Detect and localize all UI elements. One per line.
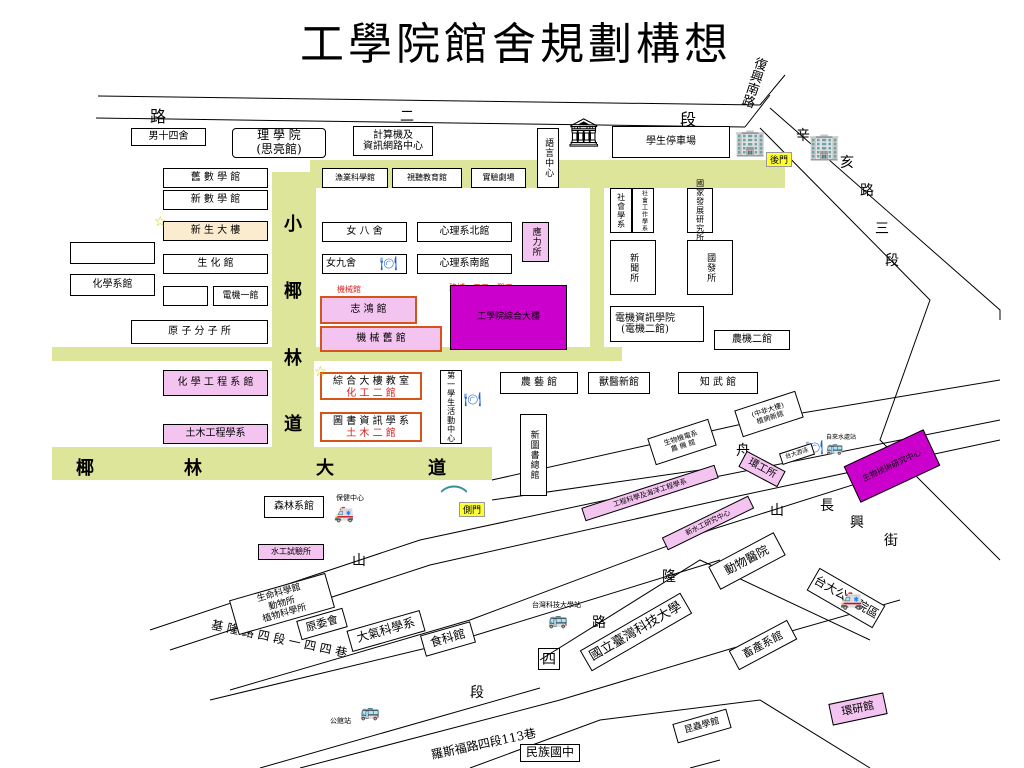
building-national-dev: 國家發展研究所 <box>687 179 713 242</box>
building-library-block: 圖 書 資 訊 學 系 土 木 二 館 <box>320 412 422 442</box>
building-shouyi: 獸醫新館 <box>588 372 650 394</box>
building-new-library: 新圖書總館 <box>520 414 547 496</box>
huagong2-label: 化 工 二 館 <box>346 387 396 399</box>
zhoushan-1: 山 <box>770 503 784 519</box>
building-psych-s: 心理系南館 <box>417 254 512 274</box>
building-lixue: 理 學 院 (思亮館) <box>232 128 326 158</box>
building-civil-eng: 土木工程學系 <box>163 424 268 444</box>
ambulance-icon: 🚑 <box>840 590 863 611</box>
building-ee-cs: 電機資訊學院 (電機二館) <box>610 306 704 342</box>
building-blank <box>163 286 208 306</box>
building-activity: 第一學生活動中心 <box>440 370 462 444</box>
building-nv9: 女九舍 <box>322 254 407 274</box>
label-zijue: 自來水處站 <box>826 434 857 441</box>
star-icon: ☆ <box>314 364 327 380</box>
page-title: 工學院館舍規劃構想 <box>300 19 732 70</box>
building-nongyi: 農 藝 館 <box>500 372 578 394</box>
label-gongguan-station: 公館站 <box>330 717 351 725</box>
road-label-er: 二 <box>400 109 414 125</box>
building-yuanzi: 原 子 分 子 所 <box>131 320 268 344</box>
gate-tower-icon: 🏛 <box>566 116 602 149</box>
building-huaxue-top <box>70 242 155 264</box>
building-sunlin: 森林系館 <box>264 496 324 518</box>
ambulance-icon: 🚑 <box>334 504 354 523</box>
building-guofa: 國發所 <box>687 240 733 295</box>
building-dianji1: 電機一館 <box>213 286 268 306</box>
yelin-3: 道 <box>428 458 446 479</box>
bus-icon: 🚌 <box>826 440 844 456</box>
building-language: 語言中心 <box>537 128 559 188</box>
road-label-duan: 段 <box>680 110 697 129</box>
tower-icon: 🏢 <box>808 132 841 162</box>
road-label-long: 隆 <box>662 569 676 585</box>
side-gate-tag[interactable]: 側門 <box>459 502 486 517</box>
road-label-xinhai-1: 亥 <box>840 155 854 171</box>
tumu2-label: 土 木 二 館 <box>346 427 396 439</box>
changxing-2: 街 <box>884 533 898 549</box>
xiaoyelin-0: 小 <box>284 214 302 235</box>
building-shuigong: 水工試驗所 <box>258 544 324 560</box>
changxing-0: 長 <box>820 498 834 514</box>
xiaoyelin-1: 椰 <box>284 281 302 302</box>
bus-icon: 🚌 <box>548 610 568 629</box>
dining-icon: 🍽 <box>380 256 398 272</box>
building-xinshu: 新 數 學 館 <box>163 190 268 210</box>
back-gate-tag[interactable]: 後門 <box>766 152 793 167</box>
building-xinwen: 新聞所 <box>610 240 656 295</box>
building-huaxue: 化學系館 <box>70 274 155 296</box>
bus-icon: 🚌 <box>360 702 380 721</box>
building-eng-complex: 工學院綜合大樓 <box>450 285 567 350</box>
building-nongji2: 農機二館 <box>714 330 790 350</box>
building-yingli: 應力所 <box>522 222 549 262</box>
building-social: 社會學系 <box>610 188 632 233</box>
library-info-label: 圖 書 資 訊 學 系 <box>333 416 409 427</box>
road-label-keelung-lu: 路 <box>592 615 606 631</box>
road-label-xinhai-3: 三 <box>875 221 889 237</box>
road-label-shan: 山 <box>352 553 366 569</box>
building-computing: 計算機及 資訊網路中心 <box>353 126 433 156</box>
road-label-keelung-duan: 段 <box>470 685 484 701</box>
star-icon: ☆ <box>154 214 167 230</box>
yelin-2: 大 <box>316 458 334 479</box>
building-xinsheng: 新 生 大 樓 <box>163 221 268 241</box>
road-label-xinhai-0: 辛 <box>796 128 810 144</box>
building-zhiwu: 知 武 館 <box>678 372 758 394</box>
label-jixieguan: 機械館 <box>337 285 361 294</box>
building-nv8: 女 八 舍 <box>322 222 407 242</box>
building-yanye: 漁業科學館 <box>322 168 388 188</box>
building-shiyan-theater: 實驗劇場 <box>471 168 526 188</box>
label-ntust-station: 台灣科技大學站 <box>532 601 581 609</box>
road-label-keelung-si: 四 <box>538 648 560 670</box>
yelin-road-fill <box>52 447 492 480</box>
changxing-1: 興 <box>850 515 864 531</box>
road-label-xinhai-2: 路 <box>860 183 874 199</box>
xiaoyelin-2: 林 <box>284 348 302 369</box>
mid-road-fill <box>52 347 622 361</box>
tower-icon: 🏢 <box>734 128 767 158</box>
yelin-1: 林 <box>184 458 202 479</box>
road-line-top <box>97 95 761 106</box>
building-student-parking: 學生停車場 <box>612 126 730 158</box>
road-label-xinhai-4: 段 <box>885 253 899 269</box>
building-zonghe-block: 綜 合 大 樓 教 室 化 工 二 館 <box>320 372 422 400</box>
building-zhihong: 志 鴻 館 <box>320 296 417 324</box>
building-jixie-old: 機 械 舊 館 <box>320 326 442 352</box>
building-shiting: 視聽教育館 <box>392 168 462 188</box>
building-psych-n: 心理系北館 <box>417 222 512 242</box>
building-chem-eng: 化 學 工 程 系 館 <box>163 370 268 396</box>
building-shengbiao: 生 化 館 <box>163 254 268 274</box>
building-minzu: 民族國中 <box>520 744 580 762</box>
label-health: 保健中心 <box>336 494 364 502</box>
dining-icon: 🍽 <box>464 392 482 408</box>
building-nan14: 男十四舍 <box>131 128 206 146</box>
xiaoyelin-3: 道 <box>284 414 302 435</box>
road-label-lu: 路 <box>150 107 167 126</box>
building-social2: 社會工作學系 <box>632 188 654 233</box>
yelin-0: 椰 <box>76 458 94 479</box>
building-jiushu: 舊 數 學 館 <box>163 168 268 188</box>
zonghe-label: 綜 合 大 樓 教 室 <box>333 376 409 387</box>
